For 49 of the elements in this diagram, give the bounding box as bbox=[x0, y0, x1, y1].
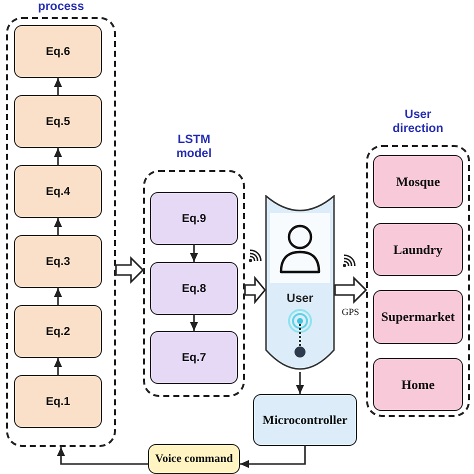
arrow bbox=[56, 447, 148, 465]
equation-box bbox=[14, 375, 102, 428]
equation-box bbox=[150, 262, 238, 315]
equation-box bbox=[14, 235, 102, 288]
destination-box bbox=[373, 155, 463, 208]
equation-label: Eq.7 bbox=[182, 352, 206, 364]
destination-label: Supermarket bbox=[381, 309, 455, 325]
equation-box bbox=[150, 331, 238, 384]
equation-label: Eq.9 bbox=[182, 212, 206, 224]
equation-box bbox=[14, 25, 102, 78]
destination-label: Home bbox=[401, 376, 435, 392]
arrow bbox=[240, 446, 306, 468]
destination-box bbox=[373, 223, 463, 276]
equation-label: Eq.1 bbox=[46, 396, 70, 408]
block-arrow bbox=[334, 276, 368, 304]
arrow bbox=[296, 372, 304, 394]
equation-label: Eq.2 bbox=[46, 326, 70, 338]
group-title: process bbox=[36, 0, 86, 13]
equation-label: Eq.4 bbox=[46, 186, 70, 198]
arrow bbox=[54, 358, 62, 375]
group-title: LSTM model bbox=[175, 132, 213, 160]
equation-label: Eq.3 bbox=[46, 256, 70, 268]
arrow bbox=[190, 315, 198, 331]
equation-box bbox=[14, 305, 102, 358]
group-title: User direction bbox=[392, 107, 444, 135]
command-label: Voice command bbox=[155, 453, 233, 465]
equation-label: Eq.5 bbox=[46, 116, 70, 128]
equation-label: Eq.6 bbox=[46, 46, 70, 58]
destination-label: Laundry bbox=[393, 242, 443, 258]
arrow bbox=[54, 148, 62, 165]
block-arrow bbox=[115, 256, 144, 284]
microcontroller-box bbox=[253, 394, 357, 446]
equation-label: Eq.8 bbox=[182, 282, 206, 294]
voice-command-box bbox=[148, 444, 240, 474]
arrow bbox=[190, 245, 198, 262]
user-label: User bbox=[286, 291, 314, 305]
block-arrow bbox=[244, 276, 266, 304]
phone-shaped-node bbox=[265, 195, 335, 372]
arrow bbox=[54, 288, 62, 305]
destination-box bbox=[373, 290, 463, 344]
equation-box bbox=[150, 192, 238, 245]
destination-box bbox=[373, 358, 463, 411]
device-label: Microcontroller bbox=[262, 412, 348, 428]
arrow bbox=[54, 218, 62, 235]
destination-label: Mosque bbox=[396, 174, 440, 190]
arrow bbox=[54, 78, 62, 95]
equation-box bbox=[14, 95, 102, 148]
edge-label: GPS bbox=[340, 308, 360, 318]
equation-box bbox=[14, 165, 102, 218]
